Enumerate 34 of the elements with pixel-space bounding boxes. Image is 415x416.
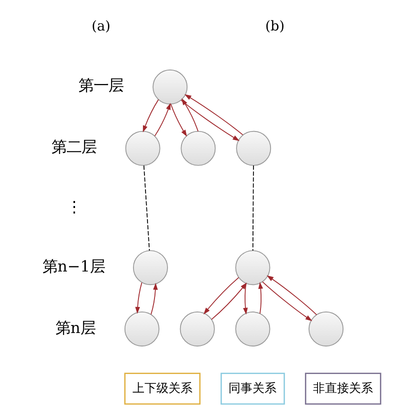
legend-label: 非直接关系 [312, 380, 373, 395]
arrow [154, 102, 170, 136]
connector [142, 165, 150, 252]
arrow [180, 100, 240, 142]
legend-label: 同事关系 [228, 380, 276, 395]
label: (a) [91, 18, 110, 35]
arrow [184, 94, 243, 136]
label: 第二层 [50, 138, 96, 156]
arrow [202, 277, 239, 314]
arrow [150, 282, 158, 315]
label: 第n层 [55, 318, 95, 337]
label: 第n−1层 [42, 257, 104, 276]
node-circle [124, 130, 160, 166]
arrow [181, 98, 198, 132]
node-circle [234, 250, 270, 286]
arrow [210, 282, 246, 320]
node-circle [308, 312, 344, 346]
node-circle [132, 250, 168, 286]
arrow [170, 104, 186, 137]
node-circle [124, 312, 159, 346]
node-circle [234, 312, 270, 346]
label: ⋮ [66, 198, 81, 216]
arrow [142, 99, 158, 132]
label: (b) [264, 18, 284, 35]
arrow [242, 283, 248, 315]
arrow [262, 281, 312, 322]
arrow [266, 275, 317, 316]
node-circle [179, 312, 214, 346]
arrow [134, 282, 142, 314]
connector [252, 165, 254, 252]
node-circle [236, 130, 271, 166]
arrow [258, 282, 263, 314]
label: 第一层 [78, 76, 124, 95]
legend-label: 上下级关系 [132, 380, 192, 395]
